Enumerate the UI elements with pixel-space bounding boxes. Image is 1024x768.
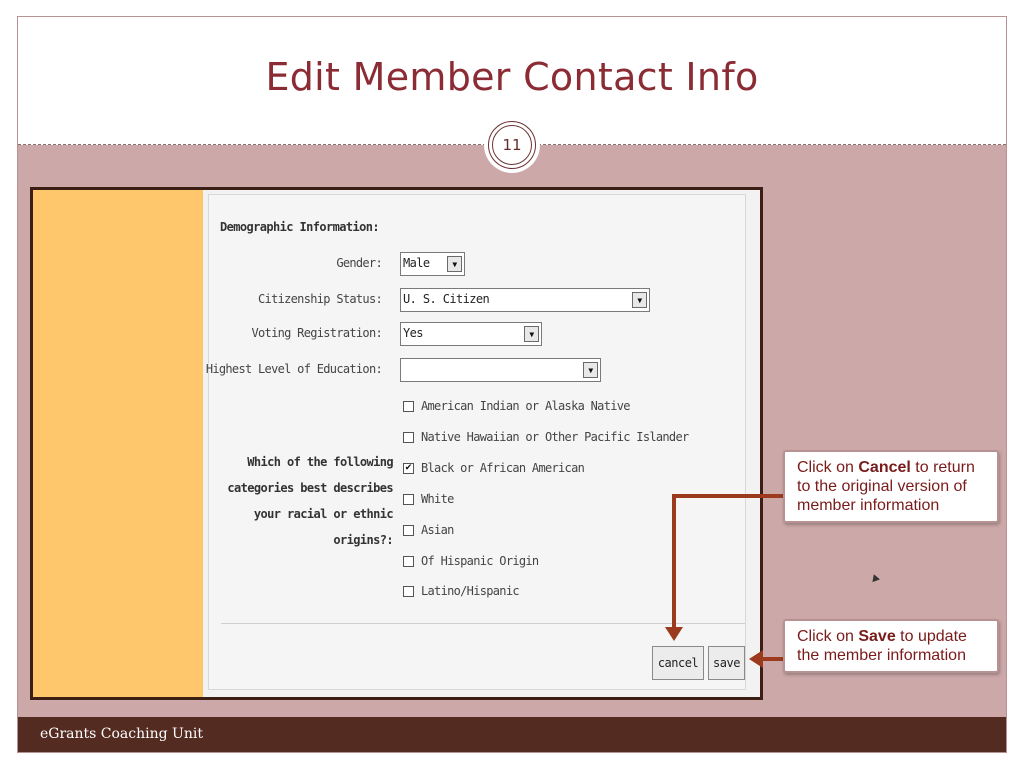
checkbox[interactable] [403,431,414,443]
form-screenshot: Demographic Information: Gender: Male ▼ … [30,187,763,700]
race-option[interactable]: Latino/Hispanic [403,582,520,600]
form-heading: Demographic Information: [220,220,380,234]
race-option-label: Asian [421,523,454,537]
footer-text: eGrants Coaching Unit [40,726,203,742]
save-callout: Click on Save to update the member infor… [783,619,999,673]
race-option-label: Of Hispanic Origin [421,554,539,568]
race-option[interactable]: Of Hispanic Origin [403,552,539,570]
slide: Edit Member Contact Info 11 Demographic … [17,16,1007,753]
race-option[interactable]: American Indian or Alaska Native [403,397,630,415]
race-option[interactable]: Asian [403,521,454,539]
checkbox[interactable] [403,555,414,567]
checkbox[interactable]: ✔ [403,462,414,474]
page-number-badge: 11 [488,121,536,169]
race-question: Which of the following categories best d… [227,455,393,547]
citizenship-select[interactable]: U. S. Citizen ▼ [400,288,650,312]
cancel-callout: Click on Cancel to return to the origina… [783,450,999,523]
title-divider-right [538,144,1006,145]
cursor-marker-icon [870,572,880,583]
checkbox[interactable] [403,400,414,412]
chevron-down-icon: ▼ [447,256,462,272]
footer-bar: eGrants Coaching Unit [18,717,1006,752]
app-sidebar [33,190,203,697]
callout-text: to return to the original version of mem… [797,459,975,514]
checkbox[interactable] [403,524,414,536]
gender-select[interactable]: Male ▼ [400,252,465,276]
callout-keyword: Cancel [858,459,911,476]
race-option[interactable]: ✔ Black or African American [403,459,585,477]
race-option-label: Native Hawaiian or Other Pacific Islande… [421,430,689,444]
voting-registration-select-value: Yes [403,326,423,340]
callout-text: Click on [797,628,859,645]
callout-keyword: Save [858,628,896,645]
form-divider [221,623,745,624]
title-divider-left [18,144,486,145]
callout-text: to update the member information [797,628,967,664]
slide-title: Edit Member Contact Info [265,55,759,99]
race-option-label: American Indian or Alaska Native [421,399,630,413]
race-option[interactable]: Native Hawaiian or Other Pacific Islande… [403,428,689,446]
race-option-label: Black or African American [421,461,585,475]
cancel-button[interactable]: cancel [652,646,704,680]
education-select[interactable]: ▼ [400,358,601,382]
checkbox[interactable] [403,585,414,597]
race-option[interactable]: White [403,490,454,508]
gender-select-value: Male [403,256,430,270]
chevron-down-icon: ▼ [583,362,598,378]
voting-registration-select[interactable]: Yes ▼ [400,322,542,346]
demographic-form: Demographic Information: Gender: Male ▼ … [205,194,746,690]
save-button[interactable]: save [708,646,745,680]
citizenship-label: Citizenship Status: [258,292,383,306]
callout-text: Click on [797,459,859,476]
gender-label: Gender: [336,256,382,270]
race-option-label: Latino/Hispanic [421,584,520,598]
education-label: Highest Level of Education: [205,362,383,376]
checkbox[interactable] [403,493,414,505]
citizenship-select-value: U. S. Citizen [403,292,490,306]
race-option-label: White [421,492,454,506]
chevron-down-icon: ▼ [524,326,539,342]
chevron-down-icon: ▼ [632,292,647,308]
voting-registration-label: Voting Registration: [251,326,383,340]
